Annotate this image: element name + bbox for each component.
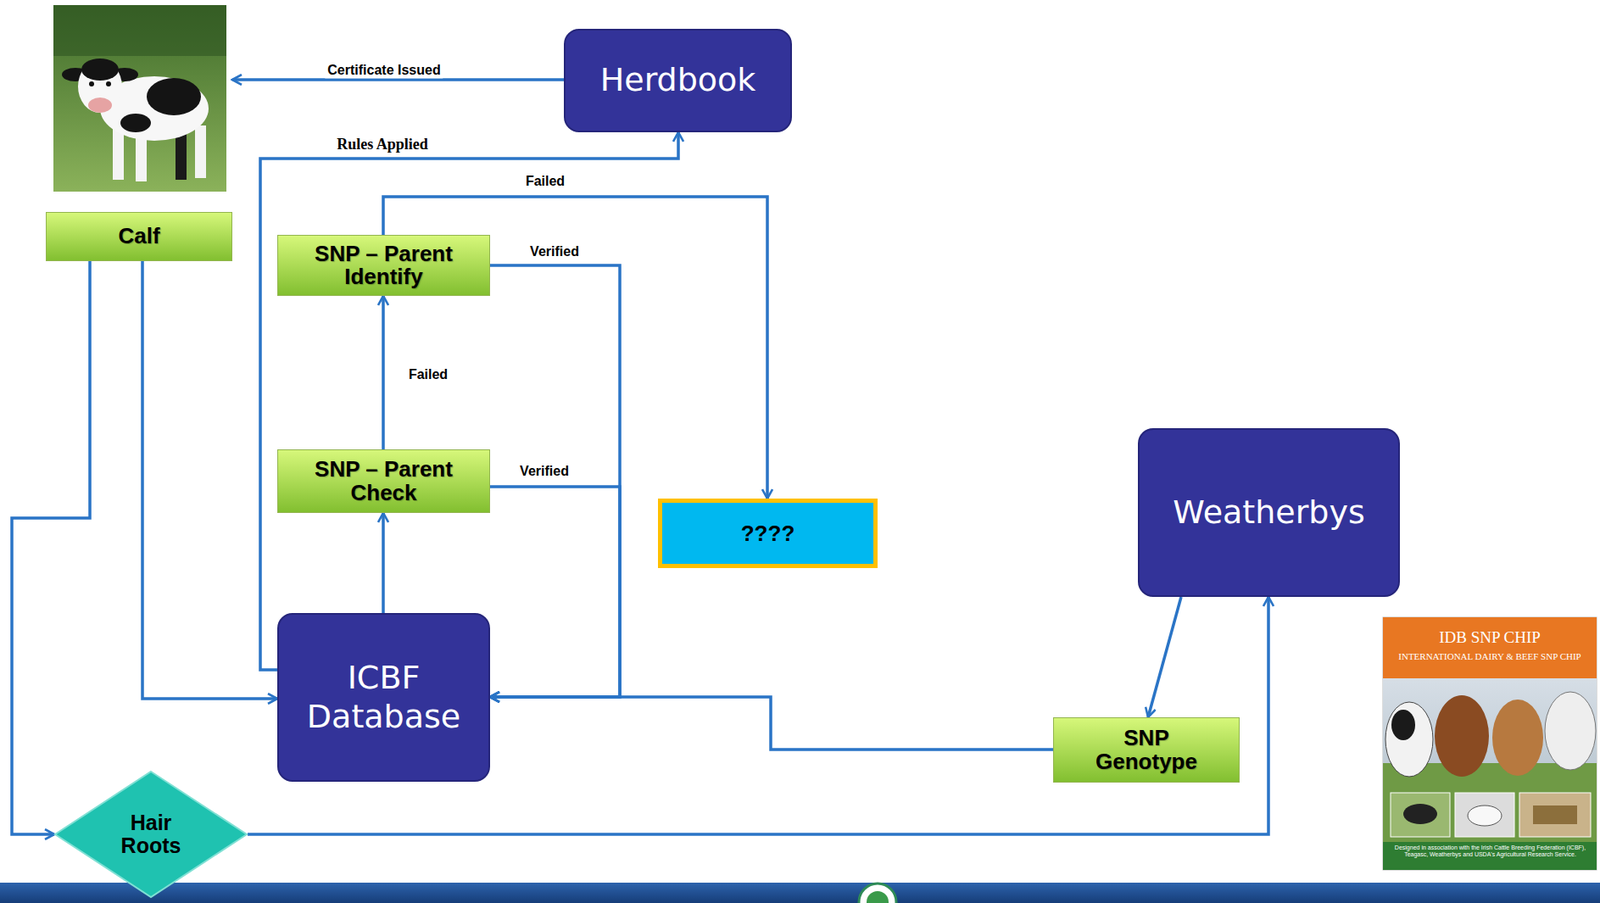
connector-arrow (381, 512, 385, 614)
cow-rear (1385, 702, 1433, 777)
decision-diamond: Hair Roots (54, 770, 248, 898)
edge-label: Failed (406, 366, 451, 383)
connector-arrow (260, 132, 679, 670)
calf-patch (120, 113, 151, 133)
connector-arrow (142, 261, 278, 699)
node-text: Calf (117, 224, 160, 248)
poster-header (1382, 617, 1597, 679)
cow-rear (1544, 691, 1596, 770)
calf-nose (88, 97, 112, 113)
footer-band (0, 882, 1600, 903)
connector-arrow (490, 486, 620, 697)
poster-credit: Designed in association with the Irish C… (1387, 844, 1594, 859)
database-box: ICBF Database (277, 613, 491, 782)
node-text: Weatherbys (1172, 493, 1365, 533)
calf-leg (195, 125, 207, 179)
calf-patch (81, 58, 119, 81)
grass-ground (53, 5, 227, 192)
foliage (53, 5, 227, 56)
inset-cow (1467, 805, 1502, 826)
process-box: SNP – Parent Check (277, 449, 491, 513)
connector-arrow (490, 265, 620, 697)
system-box: Weatherbys (1137, 428, 1400, 597)
inset-photo (1519, 792, 1591, 837)
process-box: SNP – Parent Identify (277, 234, 491, 296)
node-text: SNP Genotype (1087, 726, 1206, 774)
calf-picture (53, 5, 227, 192)
edge-label: Verified (517, 462, 572, 480)
node-text: Herdbook (600, 61, 757, 101)
connector-arrow (1148, 596, 1182, 718)
diamond-fill (55, 771, 247, 898)
logo-ring (858, 883, 897, 903)
animal-node: Calf (45, 5, 233, 262)
calf-patch (146, 78, 201, 116)
logo-core (866, 891, 889, 903)
chip-poster (1382, 617, 1597, 870)
label-tag: Calf (45, 211, 233, 262)
node-text: SNP – Parent Identify (284, 242, 483, 290)
cow-patch (1391, 709, 1416, 741)
edge-label: Certificate Issued (324, 61, 443, 79)
connector-arrow (247, 596, 1269, 835)
poster-title: IDB SNP CHIP (1382, 629, 1597, 647)
calf-leg (175, 132, 187, 180)
node-text: Hair Roots (108, 811, 194, 859)
cow-rear (1492, 699, 1544, 776)
connector-arrow (11, 261, 90, 835)
outcome-box: ???? (657, 498, 878, 569)
system-box: Herdbook (563, 28, 792, 133)
inset-photo (1455, 792, 1515, 837)
chip-slide (1533, 805, 1578, 825)
poster-footer (1382, 841, 1597, 870)
node-text: SNP – Parent Check (284, 457, 483, 505)
edge-label: Rules Applied (334, 135, 431, 155)
poster-frame (1382, 617, 1597, 870)
node-text: ???? (741, 521, 796, 547)
node-text: ICBF Database (287, 658, 480, 736)
calf-eye (89, 81, 95, 87)
connector-arrow (381, 295, 385, 450)
calf-eye (105, 81, 112, 87)
inset-cow (1403, 803, 1438, 825)
calf-leg (112, 127, 124, 180)
connector-arrow (232, 78, 564, 82)
cow-rear (1434, 695, 1489, 777)
connectors (11, 79, 1269, 835)
process-box: SNP Genotype (1053, 717, 1240, 783)
edge-label: Failed (523, 172, 568, 190)
poster-photo (1382, 678, 1597, 842)
inset-photo (1390, 792, 1450, 837)
poster-subtitle: INTERNATIONAL DAIRY & BEEF SNP CHIP (1396, 651, 1584, 663)
edge-label: Verified (527, 243, 582, 260)
